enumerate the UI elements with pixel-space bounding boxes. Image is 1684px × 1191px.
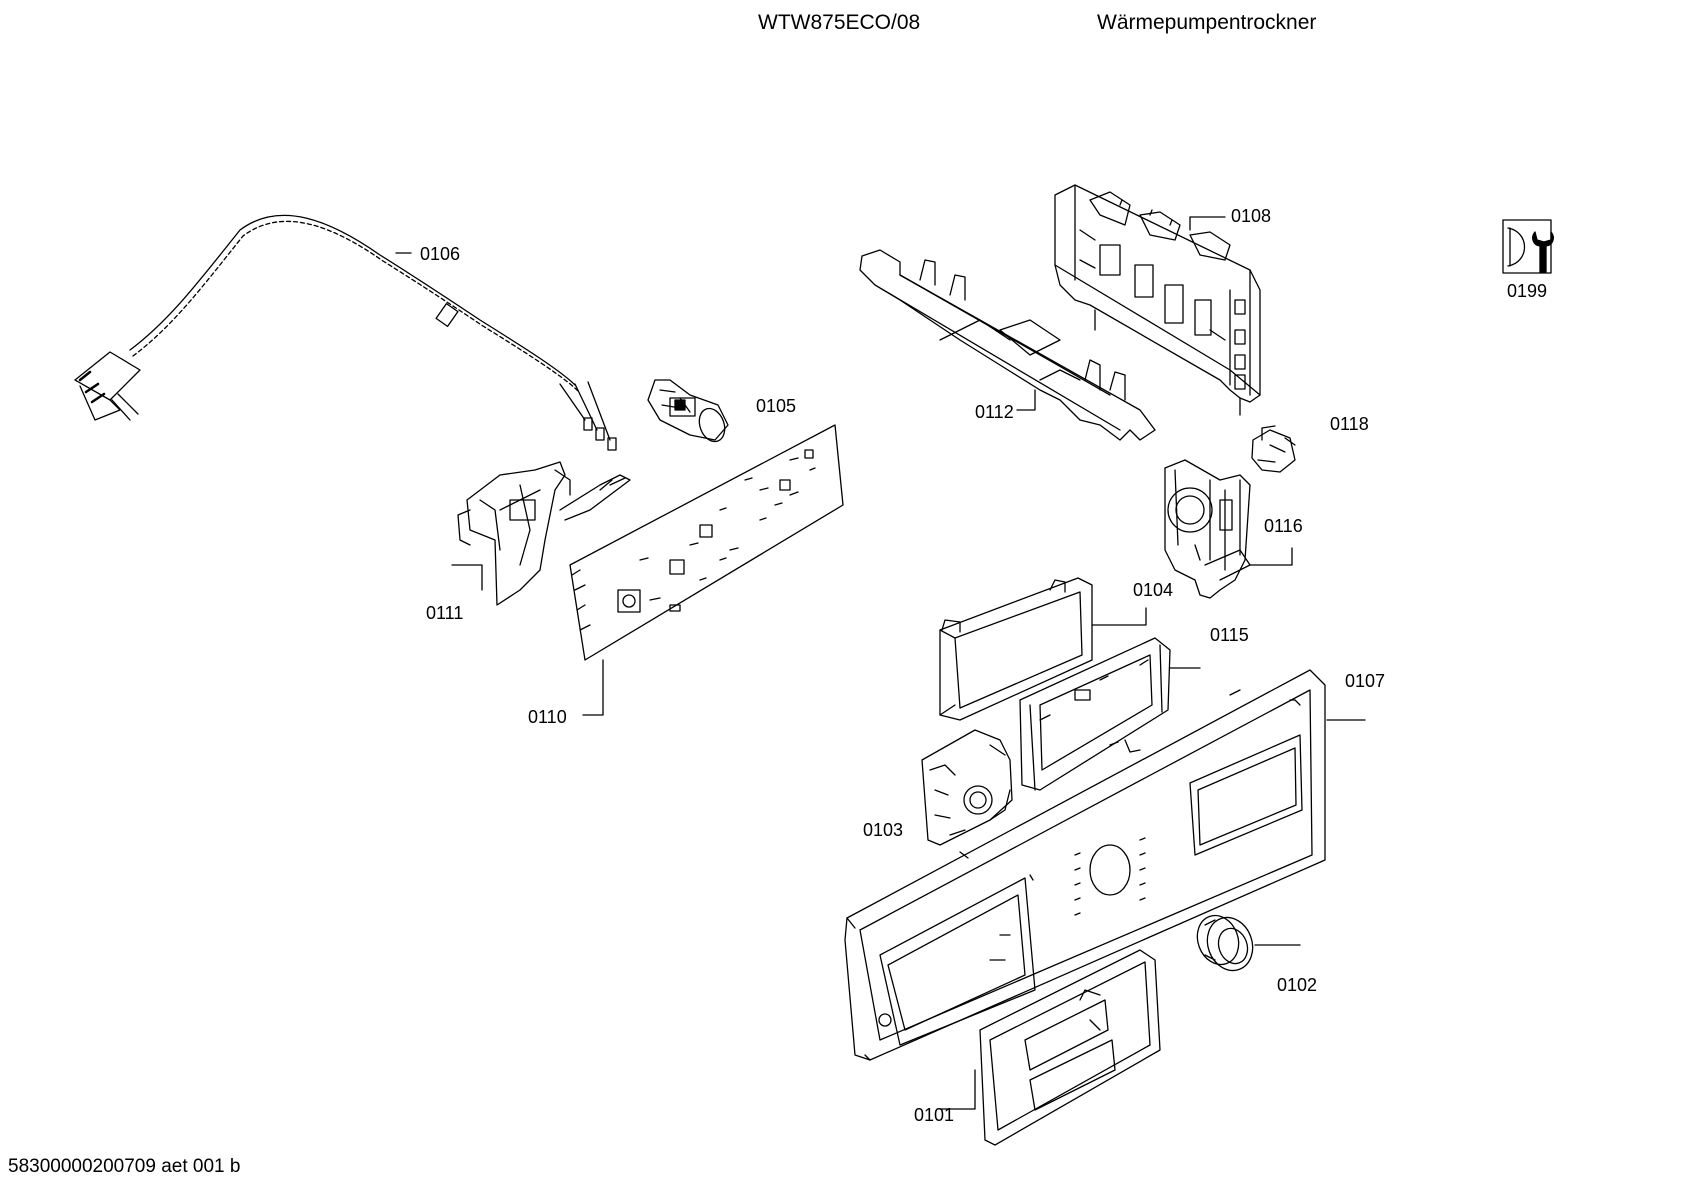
- part-0115-display-holder: [1020, 638, 1170, 790]
- label-0118: 0118: [1330, 414, 1369, 434]
- label-0101: 0101: [914, 1105, 955, 1125]
- service-tool-icon: [1503, 220, 1553, 273]
- label-0199: 0199: [1507, 281, 1548, 301]
- leader-0116: [1250, 548, 1292, 565]
- label-0116: 0116: [1264, 516, 1303, 536]
- part-0101-door-panel: [980, 950, 1160, 1145]
- label-0111: 0111: [426, 603, 464, 623]
- part-0118-sensor: [1252, 426, 1295, 472]
- label-0105: 0105: [756, 396, 797, 416]
- label-0103: 0103: [863, 820, 904, 840]
- label-0108: 0108: [1231, 206, 1272, 226]
- label-0110: 0110: [528, 707, 567, 727]
- leader-0112: [1017, 390, 1035, 410]
- leader-0108: [1190, 217, 1225, 230]
- leader-0111: [452, 565, 482, 590]
- leader-0104: [1092, 608, 1146, 625]
- label-0112: 0112: [975, 402, 1014, 422]
- part-0102-knob: [1191, 910, 1260, 977]
- label-0106: 0106: [420, 244, 461, 264]
- label-0102: 0102: [1277, 975, 1318, 995]
- label-0115: 0115: [1210, 625, 1249, 645]
- part-0111-cable-holder: [458, 462, 630, 605]
- part-0112-bracket: [860, 250, 1155, 440]
- leader-0101: [940, 1070, 975, 1109]
- document-id: 58300000200709 aet 001 b: [8, 1156, 241, 1177]
- label-0107: 0107: [1345, 671, 1386, 691]
- part-0103-selector-module: [922, 730, 1012, 845]
- part-0116-pump-housing: [1165, 460, 1250, 598]
- part-0104-display-frame: [940, 578, 1092, 720]
- leader-0110: [583, 660, 603, 715]
- label-0104: 0104: [1133, 580, 1174, 600]
- part-0108-control-module: [1055, 185, 1260, 415]
- part-0106-power-cord: [75, 215, 616, 450]
- model-number: WTW875ECO/08: [758, 11, 921, 34]
- product-type: Wärmepumpentrockner: [1097, 11, 1317, 34]
- part-0105-capacitor: [648, 380, 729, 445]
- part-0107-control-panel: [845, 670, 1325, 1060]
- part-0110-display-pcb: [570, 425, 843, 660]
